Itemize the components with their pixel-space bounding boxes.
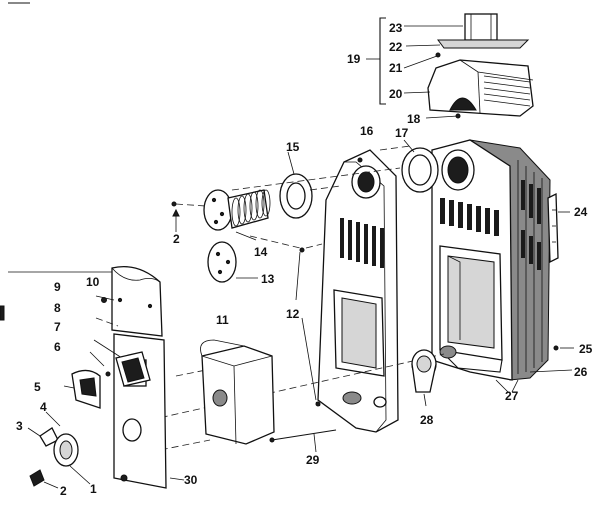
exchanger-fin-lines [517,160,543,374]
callout-1: 1 [90,482,97,496]
callout-30: 30 [184,473,198,487]
callout-26: 26 [574,365,588,379]
callout-25: 25 [579,342,593,356]
part-18-screw [455,113,461,119]
callout-12: 12 [286,307,300,321]
part-29-rod [269,429,337,453]
callout-18: 18 [407,112,421,126]
exchanger-slots-upper [440,198,499,236]
callout-11: 11 [216,313,229,327]
burner-coil-rings [231,189,271,227]
callout-17: 17 [395,126,409,140]
callout-6: 6 [54,340,61,354]
heat-exchanger-section [431,139,551,381]
hood-group-bracket [379,17,386,105]
hood-louvers [483,75,531,107]
callout-23: 23 [389,21,403,35]
callout-27: 27 [505,389,519,403]
callout-21: 21 [389,61,403,75]
part-13-cover-plate [207,241,237,283]
left-panel-assembly [0,265,185,489]
callout-2-upper: 2 [173,232,180,246]
callout-16: 16 [360,124,374,138]
callout-22: 22 [389,40,403,54]
callout-29: 29 [306,453,320,467]
part-24-clip [547,192,570,264]
callout-14: 14 [254,245,268,259]
part-22-plate [437,39,530,49]
callout-15: 15 [286,140,300,154]
callout-2-lower: 2 [60,484,67,498]
part-25-screw [553,345,559,351]
callout-9: 9 [54,280,61,294]
part-23-collar [464,13,498,41]
callout-24: 24 [574,205,588,219]
callout-7: 7 [54,320,61,334]
callout-10: 10 [86,275,100,289]
front-section-slots [340,218,384,268]
callout-3: 3 [16,419,23,433]
burner-assembly [171,151,313,283]
part-2-screw [29,469,45,487]
draft-hood-assembly [366,13,534,119]
callout-13: 13 [261,272,275,286]
part-10-upper-panel [111,265,163,337]
part-28-cup [411,349,437,407]
hood-opening [449,97,477,111]
callout-28: 28 [420,413,434,427]
part-12-bolts [295,243,323,407]
part-14-burner-flange [203,189,233,231]
edge-mark [0,305,5,321]
part-20-draft-hood [427,59,534,117]
part-11-combustion-box [200,339,275,445]
callout-4: 4 [40,400,47,414]
callout-8: 8 [54,301,61,315]
callout-labels: 23 22 21 20 19 18 16 17 15 24 2 14 13 10… [16,21,593,498]
callout-20: 20 [389,87,403,101]
callout-5: 5 [34,380,41,394]
callout-19: 19 [347,52,361,66]
front-section-casting [317,149,399,433]
part-17-gasket [401,139,439,193]
